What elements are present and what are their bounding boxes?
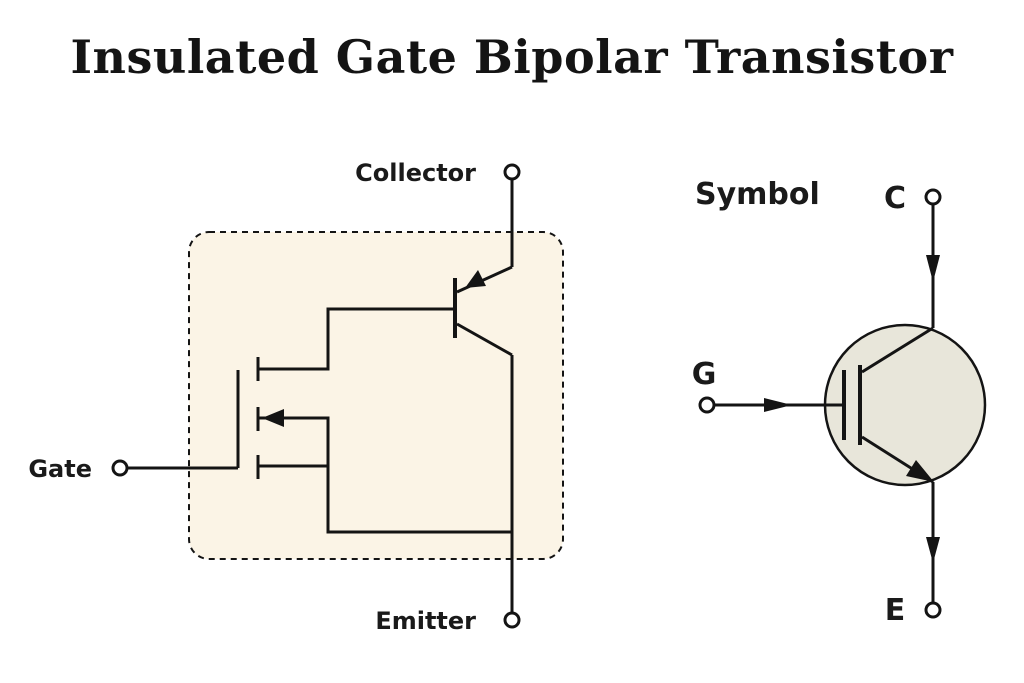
pnp-emitter-arrow xyxy=(465,270,486,288)
symbol-c-arrow xyxy=(926,255,940,282)
symbol-circle xyxy=(823,323,987,487)
symbol-g-terminal xyxy=(698,396,716,414)
emitter-label: Emitter xyxy=(375,607,476,635)
mosfet-body-wire xyxy=(281,416,512,534)
symbol-emitter-arrow xyxy=(906,460,934,482)
emitter-terminal xyxy=(503,611,521,629)
symbol-e-terminal xyxy=(924,601,942,619)
mosfet-body-arrow xyxy=(262,409,284,427)
collector-label: Collector xyxy=(355,159,476,187)
equivalent-circuit xyxy=(111,163,564,629)
diagram-title: Insulated Gate Bipolar Transistor xyxy=(70,30,954,84)
gate-terminal xyxy=(111,459,129,477)
symbol-heading: Symbol xyxy=(695,177,820,212)
gate-label: Gate xyxy=(28,455,92,483)
igbt-symbol xyxy=(698,188,987,619)
symbol-g-label: G xyxy=(692,357,717,392)
module-boundary xyxy=(188,231,564,560)
symbol-e-label: E xyxy=(885,593,906,628)
symbol-collector-leg xyxy=(861,326,934,374)
collector-terminal xyxy=(503,163,521,181)
symbol-c-terminal xyxy=(924,188,942,206)
symbol-g-arrow xyxy=(764,398,792,412)
base-to-drain-wire xyxy=(258,307,455,371)
symbol-e-arrow xyxy=(926,537,940,563)
symbol-c-label: C xyxy=(884,181,906,216)
pnp-collector-leg xyxy=(456,322,513,357)
